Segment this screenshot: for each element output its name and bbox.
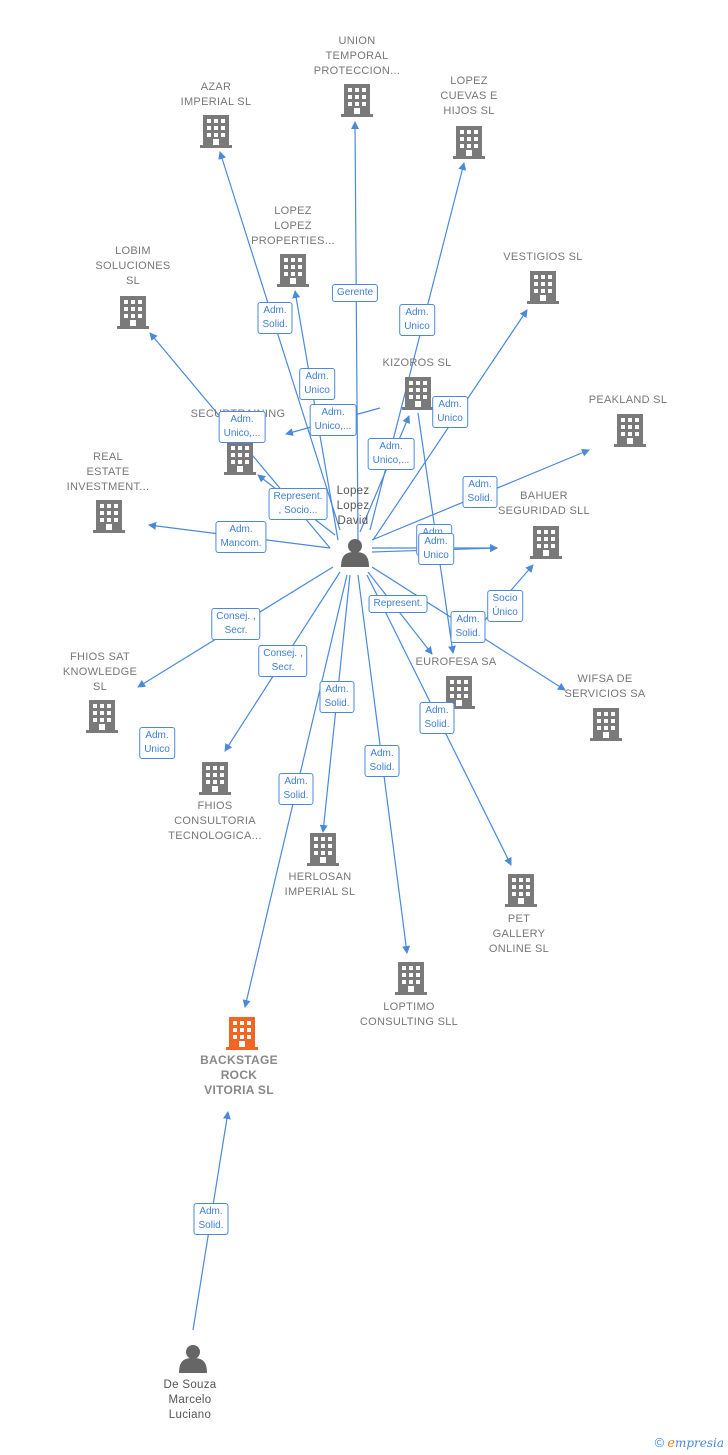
edge-label-lopezdavid-vestigios[interactable]: Adm. Unico [432,396,468,428]
edge-label-lopezdavid-backstage[interactable]: Adm. Solid. [278,773,314,805]
node-label-loptimo[interactable]: LOPTIMO CONSULTING SLL [359,1001,459,1028]
edge-label-lopezdavid-lobim[interactable]: Adm. Unico,... [218,411,266,443]
lopezdavid-person-icon[interactable] [341,539,369,567]
edge-label-lopezdavid-union[interactable]: Gerente [331,284,379,302]
edge-label-lopezdavid-fhiossat[interactable]: Consej. , Secr. [211,608,261,640]
node-label-petgallery[interactable]: PET GALLERY ONLINE SL [488,913,550,955]
edge-label-lopezdavid-wifsa[interactable]: Adm. Solid. [450,611,486,643]
wifsa-building-icon[interactable] [590,708,622,741]
herlosan-building-icon[interactable] [307,833,339,866]
edge-label-lopezdavid-securtraining[interactable]: Adm. Unico,... [309,404,357,436]
edge-lopezdavid-to-kizoros [359,415,410,533]
edge-label-lopezdavid-eurofesa[interactable]: Represent. [368,595,428,613]
node-label-union[interactable]: UNION TEMPORAL PROTECCION... [313,35,401,77]
node-label-herlosan[interactable]: HERLOSAN IMPERIAL SL [284,871,356,898]
brand-logo-text: mpresia [674,1436,724,1450]
node-label-wifsa[interactable]: WIFSA DE SERVICIOS SA [564,673,646,700]
union-building-icon[interactable] [341,84,373,117]
petgallery-building-icon[interactable] [505,874,537,907]
securtraining-building-icon[interactable] [224,442,256,475]
fhiosconsultoria-building-icon[interactable] [199,762,231,795]
node-label-realestate[interactable]: REAL ESTATE INVESTMENT... [66,451,150,493]
edge-label-lopezdavid-herlosan[interactable]: Adm. Solid. [319,681,355,713]
node-label-desouza[interactable]: De Souza Marcelo Luciano [163,1379,217,1421]
edge-label-lopezdavid-lopezcuevas[interactable]: Adm. Unico [399,304,435,336]
edge-label-lopezdavid-azar[interactable]: Adm. Solid. [257,302,293,334]
loptimo-building-icon[interactable] [395,962,427,995]
node-label-bahuer[interactable]: BAHUER SEGURIDAD SLL [498,490,590,517]
edge-label-lopezdavid-kizoros[interactable]: Adm. Unico,... [367,438,415,470]
edge-label-lopezdavid-realestate[interactable]: Adm. Mancom. [215,521,267,553]
bahuer-building-icon[interactable] [530,526,562,559]
vestigios-building-icon[interactable] [527,271,559,304]
edge-label-lopezdavid-securtraining[interactable]: Represent. , Socio... [268,488,328,520]
node-label-kizoros[interactable]: KIZOROS SL [382,357,452,369]
edge-label-lopezdavid-peakland[interactable]: Adm. Solid. [462,476,498,508]
brand-footer: ©empresia [655,1435,724,1451]
node-label-lopezprop[interactable]: LOPEZ LOPEZ PROPERTIES... [251,205,335,247]
node-label-lobim[interactable]: LOBIM SOLUCIONES SL [95,245,171,287]
node-label-lopezcuevas[interactable]: LOPEZ CUEVAS E HIJOS SL [440,75,498,117]
fhiossat-building-icon[interactable] [86,700,118,733]
kizoros-building-icon[interactable] [402,377,434,410]
node-label-peakland[interactable]: PEAKLAND SL [588,394,668,406]
edge-label-lopezdavid-bahuer[interactable]: Adm. Unico [418,533,454,565]
azar-building-icon[interactable] [200,115,232,148]
node-label-fhiossat[interactable]: FHIOS SAT KNOWLEDGE SL [62,651,138,693]
edge-lopezdavid-to-azar [218,151,341,531]
edge-label-lopezdavid-petgallery[interactable]: Adm. Solid. [419,702,455,734]
realestate-building-icon[interactable] [93,500,125,533]
backstage-building-icon[interactable] [226,1017,258,1050]
lobim-building-icon[interactable] [117,296,149,329]
brand-logo-e: e [667,1436,675,1451]
node-label-lopezdavid[interactable]: Lopez Lopez David [336,485,370,527]
edge-lopezdavid-to-union [351,121,360,541]
node-label-vestigios[interactable]: VESTIGIOS SL [503,251,583,263]
node-label-fhiosconsultoria[interactable]: FHIOS CONSULTORIA TECNOLOGICA... [168,800,262,842]
node-label-backstage[interactable]: BACKSTAGE ROCK VITORIA SL [200,1053,278,1097]
edge-label-lopezdavid-lopezprop[interactable]: Adm. Unico [299,368,335,400]
edge-label-lopezdavid-loptimo[interactable]: Adm. Solid. [364,745,400,777]
edge-label-desouza-backstage[interactable]: Adm. Solid. [193,1203,229,1235]
edge-label-fhiossat-fhiosconsultoria[interactable]: Adm. Unico [139,727,175,759]
copyright-icon: © [654,1435,665,1450]
edge-lopezdavid-to-eurofesa [367,571,433,655]
peakland-building-icon[interactable] [614,414,646,447]
edge-label-lopezdavid-fhiosconsultoria[interactable]: Consej. , Secr. [258,645,308,677]
edge-label-eurofesa-bahuer[interactable]: Socio Único [487,590,523,622]
lopezprop-building-icon[interactable] [277,254,309,287]
node-label-azar[interactable]: AZAR IMPERIAL SL [180,81,252,108]
lopezcuevas-building-icon[interactable] [453,126,485,159]
desouza-person-icon[interactable] [179,1345,207,1373]
node-label-eurofesa[interactable]: EUROFESA SA [415,656,497,668]
